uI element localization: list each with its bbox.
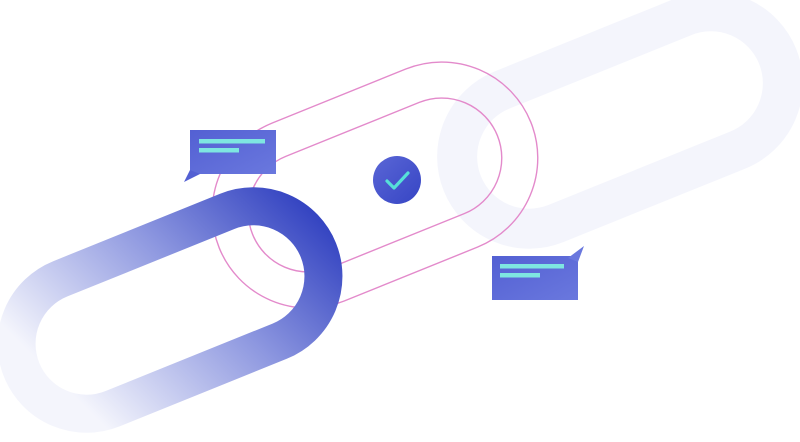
- speech-bubble-icon-top: [184, 130, 276, 182]
- right-chain-link: [437, 0, 800, 249]
- check-badge: [373, 156, 421, 204]
- left-chain-link: [0, 187, 343, 433]
- check-icon: [385, 171, 410, 190]
- speech-bubble-icon-bottom: [492, 246, 584, 300]
